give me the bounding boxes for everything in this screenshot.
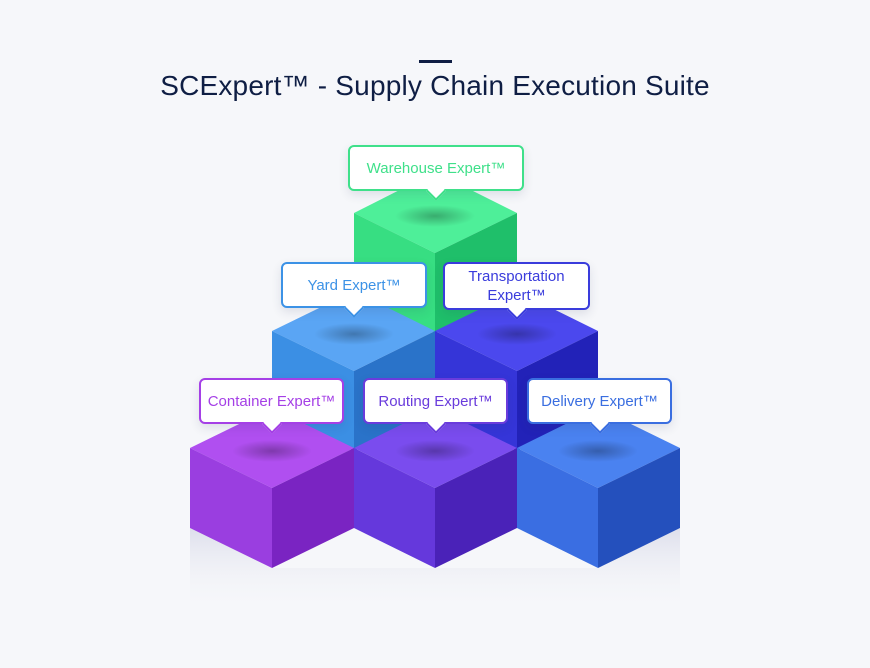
- label-routing-text: Routing Expert™: [378, 392, 493, 410]
- floor-reflection: [190, 528, 680, 610]
- title-accent-bar: [419, 60, 452, 63]
- label-warehouse-text: Warehouse Expert™: [366, 159, 506, 177]
- cube-container: [190, 408, 354, 568]
- label-transportation-expert: Transportation Expert™: [443, 262, 590, 310]
- label-routing-expert: Routing Expert™: [363, 378, 508, 424]
- label-container-text: Container Expert™: [207, 392, 336, 410]
- label-delivery-text: Delivery Expert™: [541, 392, 658, 410]
- label-yard-expert: Yard Expert™: [281, 262, 427, 308]
- page-title: SCExpert™ - Supply Chain Execution Suite: [160, 70, 710, 101]
- label-transportation-text: Transportation Expert™: [468, 268, 565, 304]
- label-warehouse-expert: Warehouse Expert™: [348, 145, 524, 191]
- label-container-expert: Container Expert™: [199, 378, 344, 424]
- cube-delivery: [517, 408, 680, 568]
- label-delivery-expert: Delivery Expert™: [527, 378, 672, 424]
- label-yard-text: Yard Expert™: [307, 276, 401, 294]
- cube-routing: [354, 408, 517, 568]
